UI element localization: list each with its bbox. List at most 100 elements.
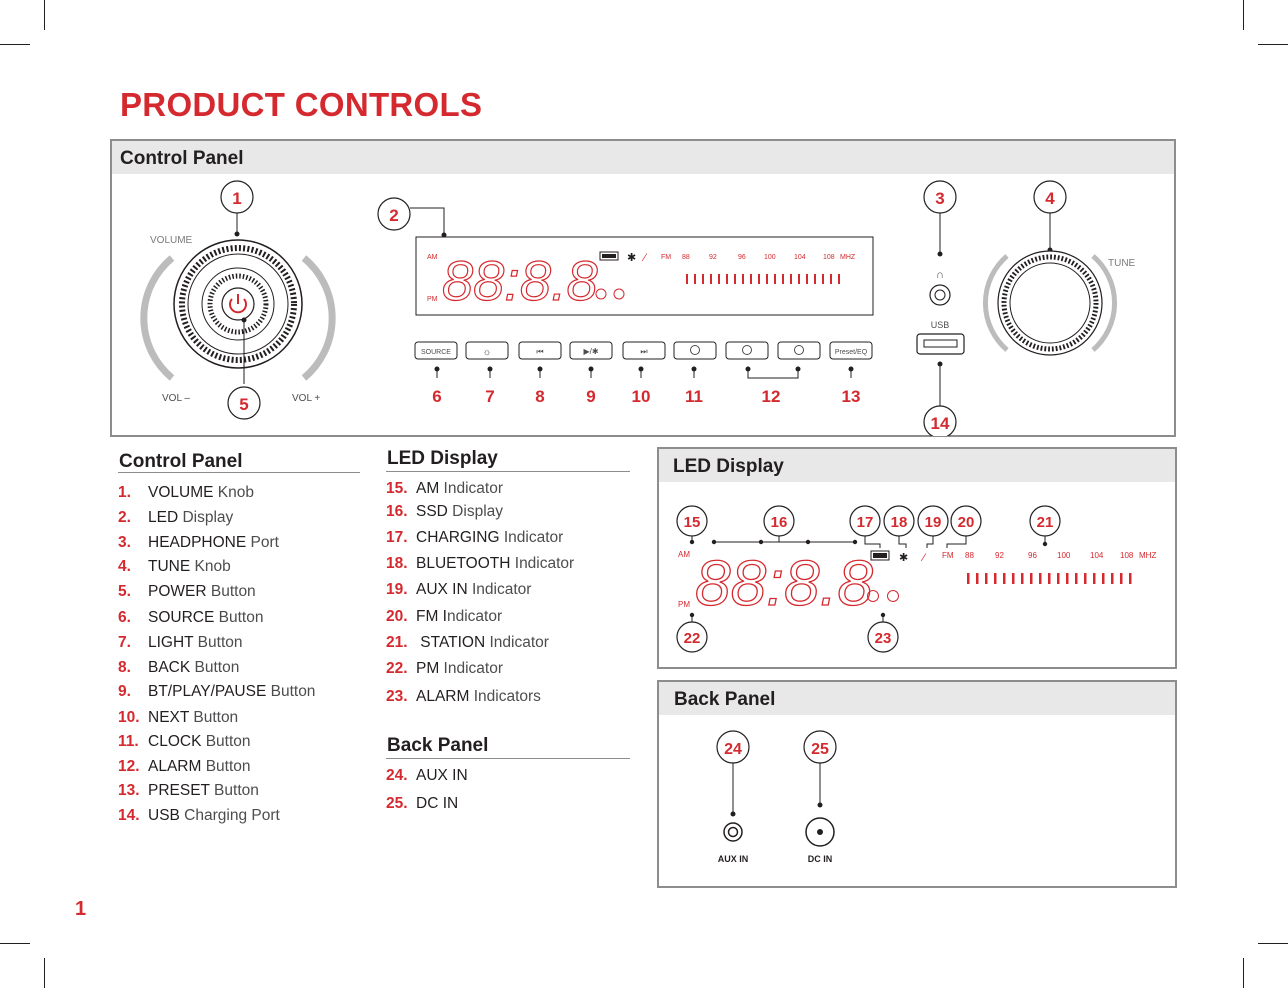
list-item: 19.AUX IN Indicator — [386, 581, 532, 598]
usb-label: USB — [931, 320, 950, 330]
headphone-icon: ∩ — [936, 269, 944, 281]
vol-minus-label: VOL – — [162, 393, 190, 404]
tune-arc-left — [983, 254, 1009, 352]
power-icon — [229, 298, 247, 314]
svg-text:18: 18 — [891, 514, 908, 531]
crop-mark — [44, 958, 45, 988]
volume-knob-inner — [201, 267, 275, 341]
svg-text:96: 96 — [1028, 551, 1037, 560]
svg-text:104: 104 — [1090, 551, 1104, 560]
volume-arc-left — [140, 255, 175, 381]
list-item: 2.LED Display — [118, 509, 234, 526]
back-icon: ⏮ — [536, 347, 543, 356]
button-callouts: 6 7 8 9 10 11 12 13 — [432, 366, 861, 406]
display-digits: 88:8.8 — [442, 249, 598, 312]
clock-icon — [690, 345, 700, 355]
callout-24-number: 24 — [724, 741, 742, 758]
back-button[interactable] — [518, 341, 562, 360]
alarm1-icon — [595, 288, 607, 300]
list-item: 13.PRESET Button — [118, 782, 259, 799]
tune-knob-grip — [1001, 254, 1099, 352]
volume-knob-grip — [179, 245, 297, 363]
led-callouts-bottom: 22 23 — [676, 612, 899, 653]
callout-14-number: 14 — [931, 414, 950, 433]
svg-text:108: 108 — [1120, 551, 1134, 560]
svg-text:92: 92 — [709, 254, 717, 261]
led-frequencies: 88 92 96 100 104 108 MHZ — [965, 551, 1156, 560]
section-divider — [118, 472, 360, 473]
svg-text:100: 100 — [1057, 551, 1071, 560]
list-item: 10.NEXT Button — [118, 709, 239, 726]
svg-text:108: 108 — [823, 254, 835, 261]
svg-text:23: 23 — [875, 630, 892, 647]
light-icon: ☼ — [482, 347, 491, 358]
list-item: 23.ALARM Indicators — [386, 688, 541, 705]
led-callouts-top: 15 16 17 18 19 20 21 — [676, 505, 1061, 548]
callout-3-number: 3 — [935, 189, 944, 208]
list-item: 1.VOLUME Knob — [118, 484, 254, 501]
svg-text:88: 88 — [682, 254, 690, 261]
callout-14 — [923, 405, 957, 436]
svg-text:11: 11 — [685, 387, 703, 406]
tune-knob-ring — [1009, 262, 1091, 344]
crop-mark — [0, 943, 30, 944]
svg-text:SOURCE: SOURCE — [421, 349, 451, 356]
svg-text:6: 6 — [432, 387, 441, 406]
alarm-icon — [794, 345, 804, 355]
svg-text:96: 96 — [738, 254, 746, 261]
list-item: 11.CLOCK Button — [118, 733, 251, 750]
preset-button[interactable] — [829, 341, 873, 360]
crop-mark — [0, 44, 30, 45]
crop-mark — [1243, 958, 1244, 988]
svg-text:15: 15 — [684, 514, 701, 531]
callout-5 — [227, 386, 261, 420]
led-am-indicator: AM — [678, 550, 690, 559]
svg-text:16: 16 — [771, 514, 788, 531]
svg-text:100: 100 — [764, 254, 776, 261]
list-item: 8.BACK Button — [118, 659, 240, 676]
dc-in-label: DC IN — [808, 854, 833, 864]
svg-text:9: 9 — [586, 387, 595, 406]
list-item: 3.HEADPHONE Port — [118, 534, 279, 551]
alarm-icon — [742, 345, 752, 355]
panel-header: Back Panel — [659, 682, 1175, 715]
svg-text:10: 10 — [632, 387, 651, 406]
panel-header: LED Display — [659, 449, 1175, 482]
svg-text:13: 13 — [842, 387, 861, 406]
section-divider — [386, 471, 630, 472]
list-item: 14.USB Charging Port — [118, 807, 280, 824]
tune-knob[interactable] — [997, 250, 1103, 356]
play-pause-button[interactable] — [569, 341, 613, 360]
list-item: 12.ALARM Button — [118, 758, 251, 775]
list-item: 20.FM Indicator — [386, 608, 503, 625]
svg-text:104: 104 — [794, 254, 806, 261]
alarm1-button[interactable] — [725, 341, 769, 360]
panel-header-label: Back Panel — [674, 689, 776, 710]
led-display-diagram: LED Display 15 16 17 18 19 20 21 — [657, 447, 1177, 669]
panel-header: Control Panel — [112, 141, 1174, 174]
volume-label: VOLUME — [150, 235, 193, 246]
svg-text:MHZ: MHZ — [840, 254, 856, 261]
back-panel-illustration: 24 AUX IN 25 DC IN — [716, 730, 837, 864]
display-pm: PM — [427, 296, 438, 303]
led-pm-indicator: PM — [678, 600, 690, 609]
panel-header-label: Control Panel — [120, 148, 244, 169]
callout-2-number: 2 — [389, 206, 398, 225]
usb-port[interactable] — [916, 333, 965, 355]
svg-text:7: 7 — [485, 387, 494, 406]
svg-text:92: 92 — [995, 551, 1004, 560]
volume-arc-right — [301, 255, 336, 381]
aux-in-label: AUX IN — [718, 854, 749, 864]
page-title: PRODUCT CONTROLS — [120, 86, 483, 123]
alarm2-button[interactable] — [777, 341, 821, 360]
source-button[interactable] — [414, 341, 458, 360]
list-item: 25.DC IN — [386, 795, 459, 812]
callout-4-number: 4 — [1045, 189, 1055, 208]
clock-button[interactable] — [673, 341, 717, 360]
callout-25-number: 25 — [811, 741, 829, 758]
light-button[interactable] — [465, 341, 509, 360]
bluetooth-icon: ✱ — [899, 552, 908, 564]
next-button[interactable] — [622, 341, 666, 360]
svg-text:12: 12 — [762, 387, 781, 406]
alarm2-icon — [887, 590, 899, 602]
